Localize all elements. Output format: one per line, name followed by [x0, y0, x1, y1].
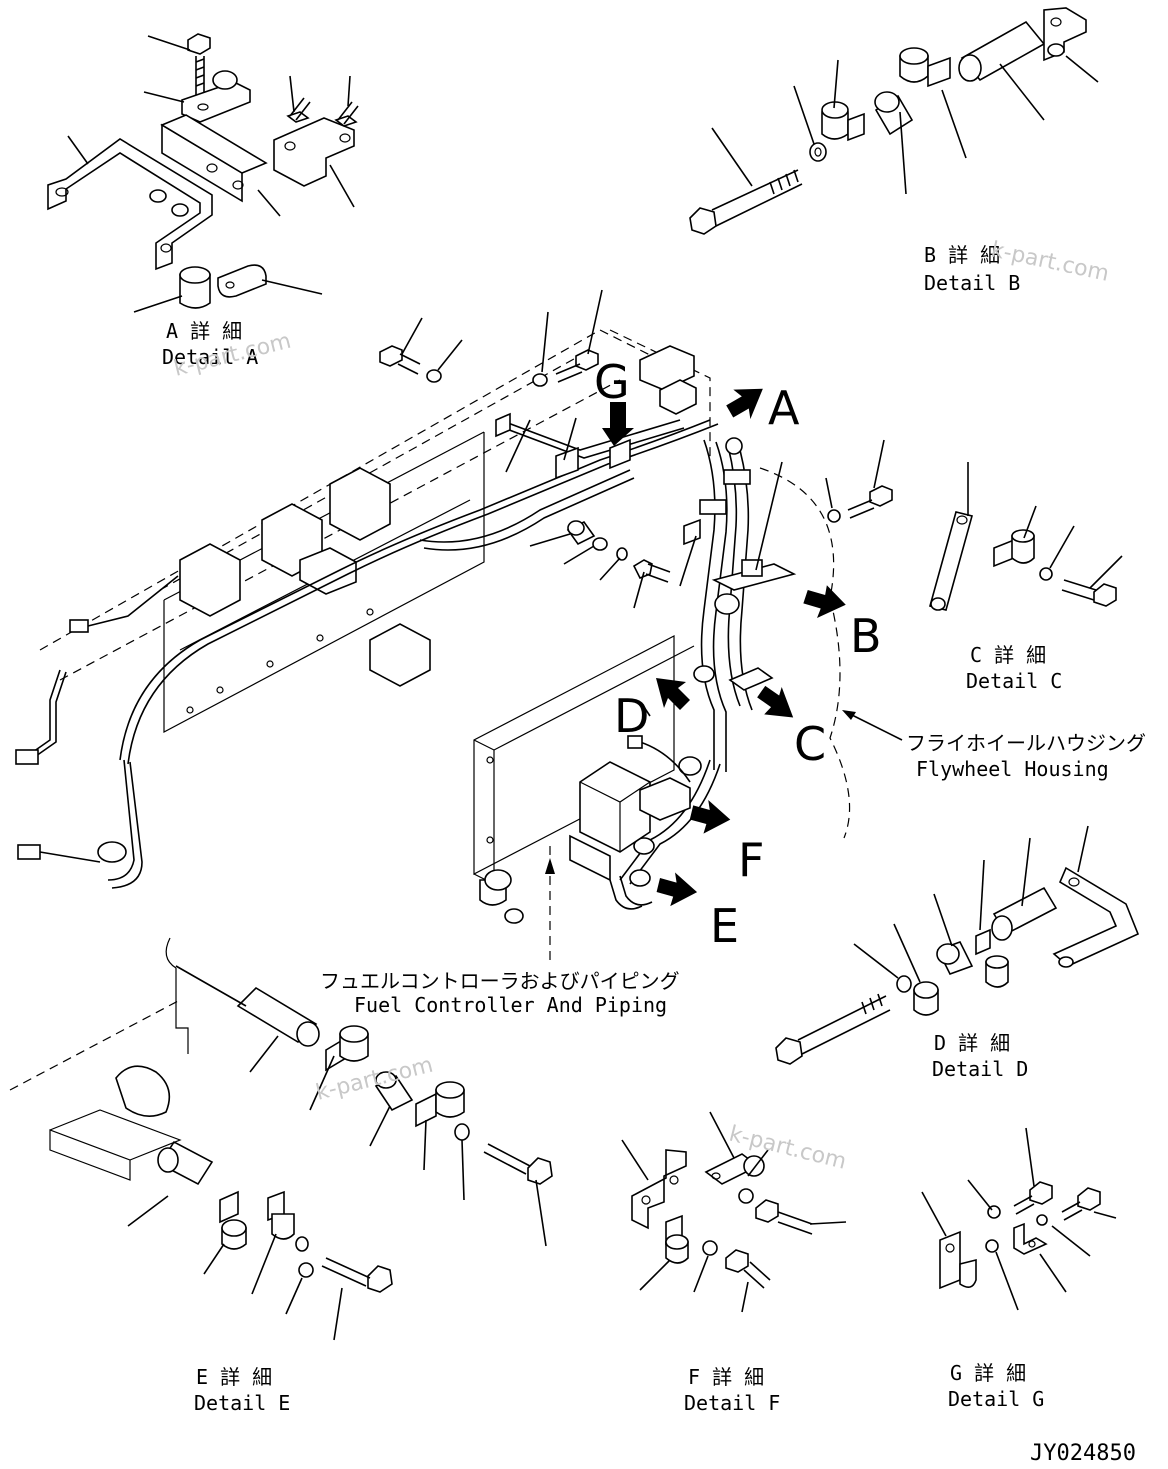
callout-g: G [594, 355, 630, 409]
callout-f: F [738, 833, 764, 887]
detail-d-jp-label: D 詳 細 [934, 1031, 1010, 1055]
detail-b-en-label: Detail B [924, 271, 1020, 295]
detail-d-drawing [775, 825, 1140, 1065]
detail-e-en-label: Detail E [194, 1391, 290, 1415]
detail-a-drawing [47, 33, 359, 313]
detail-c-jp-label: C 詳 細 [970, 643, 1046, 667]
callout-d: D [614, 689, 649, 743]
detail-c-drawing [929, 462, 1123, 611]
detail-g-drawing [921, 1127, 1117, 1311]
detail-f-en-label: Detail F [684, 1391, 780, 1415]
drawing-number: JY024850 [1030, 1441, 1136, 1466]
fuel-jp-label: フュエルコントローラおよびパイピング [320, 969, 680, 993]
main-assembly [15, 289, 903, 960]
flywheel-en-label: Flywheel Housing [916, 757, 1109, 781]
fuel-en-label: Fuel Controller And Piping [354, 993, 667, 1017]
detail-e-drawing [9, 937, 553, 1341]
detail-b-drawing [689, 7, 1099, 235]
detail-e-jp-label: E 詳 細 [196, 1365, 272, 1389]
detail-f-drawing [621, 1111, 847, 1313]
detail-d-en-label: Detail D [932, 1057, 1028, 1081]
callout-a: A [768, 381, 800, 435]
detail-a-en-label: Detail A [162, 345, 258, 369]
detail-a-jp-label: A 詳 細 [166, 319, 242, 343]
callout-e: E [710, 899, 739, 953]
detail-b-jp-label: B 詳 細 [924, 243, 1000, 267]
flywheel-jp-label: フライホイールハウジング [906, 731, 1146, 755]
detail-g-jp-label: G 詳 細 [950, 1361, 1026, 1385]
detail-f-jp-label: F 詳 細 [688, 1365, 764, 1389]
detail-g-en-label: Detail G [948, 1387, 1044, 1411]
detail-c-en-label: Detail C [966, 669, 1062, 693]
callout-c: C [794, 717, 826, 771]
callout-b: B [850, 609, 882, 663]
